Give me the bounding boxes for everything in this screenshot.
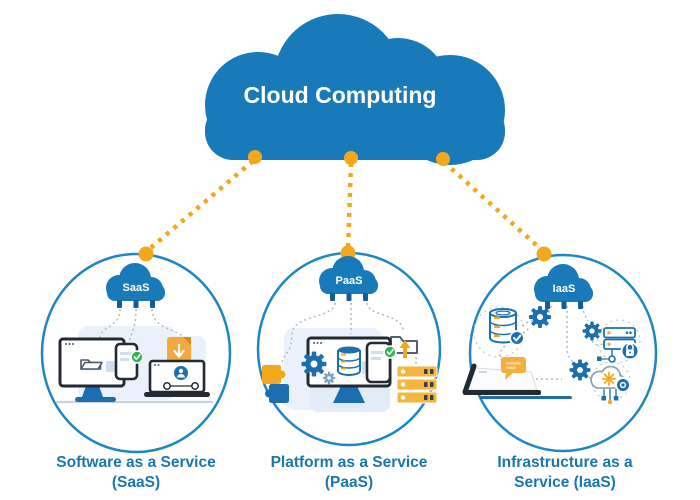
- puzzle-piece-icon: [262, 365, 289, 403]
- check-badge-icon: [509, 330, 525, 346]
- iaas-label-line1: Infrastructure as a: [497, 454, 633, 471]
- database-icon: [337, 346, 361, 376]
- gear-icon: [322, 371, 336, 385]
- folder-icon: [80, 359, 103, 370]
- cloud-anchor-dots: [248, 150, 450, 166]
- gear-icon: [569, 359, 591, 381]
- iaas-illustration: IaaS: [462, 264, 641, 405]
- check-badge-icon: [130, 350, 144, 364]
- user-share-icon: [163, 366, 199, 390]
- laptop-icon: [144, 359, 210, 397]
- main-cloud-title: Cloud Computing: [244, 82, 437, 108]
- paas-label-line2: (PaaS): [324, 474, 374, 492]
- cloud-sparkle-icon: [590, 365, 631, 405]
- mini-cloud-label: IaaS: [553, 283, 576, 295]
- node-label-paas: Platform as a Service (PaaS): [239, 453, 459, 494]
- device-connector-lines: [281, 302, 417, 364]
- connector-line-saas: [145, 159, 255, 253]
- chat-bubble-icon: [501, 357, 526, 380]
- main-cloud: Cloud Computing: [205, 14, 505, 166]
- gear-icon: [582, 321, 602, 341]
- gear-icon: [529, 306, 551, 328]
- circle-anchor-dots: [138, 245, 552, 262]
- folder-upload-icon: [390, 336, 418, 358]
- server-lock-icon: [597, 327, 640, 363]
- network-nodes-icon: [601, 389, 619, 405]
- lock-badge-icon: [620, 341, 640, 361]
- saas-label-line2: (SaaS): [111, 474, 161, 492]
- sparkle-icon: [601, 371, 617, 386]
- device-connector-lines: [99, 308, 184, 345]
- saas-illustration: SaaS: [56, 263, 213, 404]
- database-check-icon: [489, 308, 525, 346]
- mini-cloud-label: PaaS: [336, 275, 363, 287]
- open-book-icon: [462, 357, 572, 399]
- cloud-connectors: [145, 159, 545, 253]
- smartphone-icon: [365, 341, 397, 384]
- saas-label-line1: Software as a Service: [56, 454, 216, 471]
- smartphone-icon: [114, 342, 144, 381]
- server-stack-icon: [396, 365, 438, 404]
- document-icon: [167, 337, 191, 367]
- mini-cloud-label: SaaS: [123, 282, 150, 294]
- connector-line-iaas: [442, 160, 545, 253]
- node-label-saas: Software as a Service (SaaS): [26, 453, 246, 494]
- check-badge-icon: [383, 345, 397, 359]
- iaas-label-line2: Service (IaaS): [514, 474, 616, 492]
- paas-label-line1: Platform as a Service: [270, 454, 428, 471]
- paas-illustration: PaaS: [262, 256, 438, 412]
- connector-line-paas: [345, 162, 354, 251]
- node-label-iaas: Infrastructure as a Service (IaaS): [455, 453, 675, 494]
- gear-icon: [301, 351, 327, 377]
